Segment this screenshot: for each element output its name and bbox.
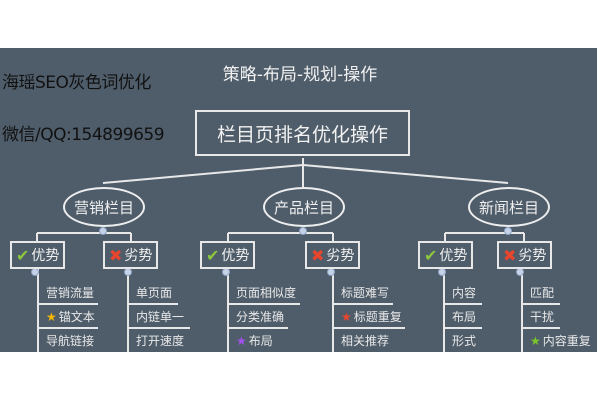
- list-item[interactable]: ★标题重复: [333, 307, 405, 329]
- list-item[interactable]: 内容: [444, 283, 482, 305]
- watermark-title: 海瑶SEO灰色词优化: [2, 73, 151, 93]
- root-node-label: 栏目页排名优化操作: [216, 123, 388, 146]
- collapse-toggle[interactable]: [31, 268, 39, 276]
- pros-label: 优势: [439, 248, 468, 264]
- cons-node-news[interactable]: ✖ 劣势: [497, 241, 553, 269]
- list-item[interactable]: 页面相似度: [228, 283, 300, 305]
- star-green-icon: ★: [530, 334, 541, 348]
- pros-node-news[interactable]: ✔ 优势: [418, 241, 474, 269]
- branch-label: 营销栏目: [73, 198, 134, 217]
- list-item[interactable]: 单页面: [128, 283, 178, 305]
- branch-node-product[interactable]: 产品栏目: [263, 187, 345, 227]
- pros-label: 优势: [31, 248, 60, 264]
- list-item[interactable]: 内链单一: [128, 307, 190, 329]
- list-item[interactable]: 形式: [452, 334, 477, 348]
- cons-label: 劣势: [124, 248, 153, 264]
- star-red-icon: ★: [341, 310, 352, 324]
- collapse-toggle[interactable]: [516, 268, 524, 276]
- star-purple-icon: ★: [236, 334, 247, 348]
- list-item[interactable]: 营销流量: [38, 283, 98, 305]
- cons-label: 劣势: [518, 248, 547, 264]
- cross-icon: ✖: [311, 245, 325, 265]
- watermark-contact: 微信/QQ:154899659: [2, 125, 165, 145]
- star-gold-icon: ★: [46, 310, 57, 324]
- list-item[interactable]: ★布局: [236, 334, 273, 348]
- collapse-toggle[interactable]: [504, 227, 512, 235]
- collapse-toggle[interactable]: [124, 268, 132, 276]
- branch-label: 产品栏目: [273, 198, 334, 217]
- cons-node-marketing[interactable]: ✖ 劣势: [103, 241, 159, 269]
- cross-icon: ✖: [109, 245, 123, 265]
- list-item[interactable]: 干扰: [522, 307, 560, 329]
- check-icon: ✔: [206, 245, 220, 265]
- collapse-toggle[interactable]: [99, 227, 107, 235]
- list-item[interactable]: 打开速度: [136, 334, 185, 348]
- cons-node-product[interactable]: ✖ 劣势: [305, 241, 361, 269]
- list-item[interactable]: 导航链接: [46, 334, 95, 348]
- branch-node-news[interactable]: 新闻栏目: [468, 187, 550, 227]
- list-item[interactable]: 分类准确: [228, 307, 288, 329]
- pros-node-product[interactable]: ✔ 优势: [200, 241, 256, 269]
- list-item[interactable]: 匹配: [522, 283, 560, 305]
- pros-label: 优势: [221, 248, 250, 264]
- cons-label: 劣势: [326, 248, 355, 264]
- list-item[interactable]: 相关推荐: [341, 334, 390, 348]
- list-item[interactable]: 标题难写: [333, 283, 393, 305]
- diagram-header: 策略-布局-规划-操作: [222, 65, 378, 85]
- branch-node-marketing[interactable]: 营销栏目: [63, 187, 145, 227]
- collapse-toggle[interactable]: [327, 268, 335, 276]
- branch-label: 新闻栏目: [478, 198, 539, 217]
- list-item[interactable]: ★内容重复: [530, 334, 591, 348]
- pros-node-marketing[interactable]: ✔ 优势: [10, 241, 66, 269]
- check-icon: ✔: [16, 245, 30, 265]
- collapse-toggle[interactable]: [299, 227, 307, 235]
- list-item[interactable]: ★锚文本: [38, 307, 98, 329]
- check-icon: ✔: [424, 245, 438, 265]
- collapse-toggle[interactable]: [222, 268, 230, 276]
- collapse-toggle[interactable]: [438, 268, 446, 276]
- cross-icon: ✖: [503, 245, 517, 265]
- root-node[interactable]: 栏目页排名优化操作: [195, 110, 410, 156]
- list-item[interactable]: 布局: [444, 307, 482, 329]
